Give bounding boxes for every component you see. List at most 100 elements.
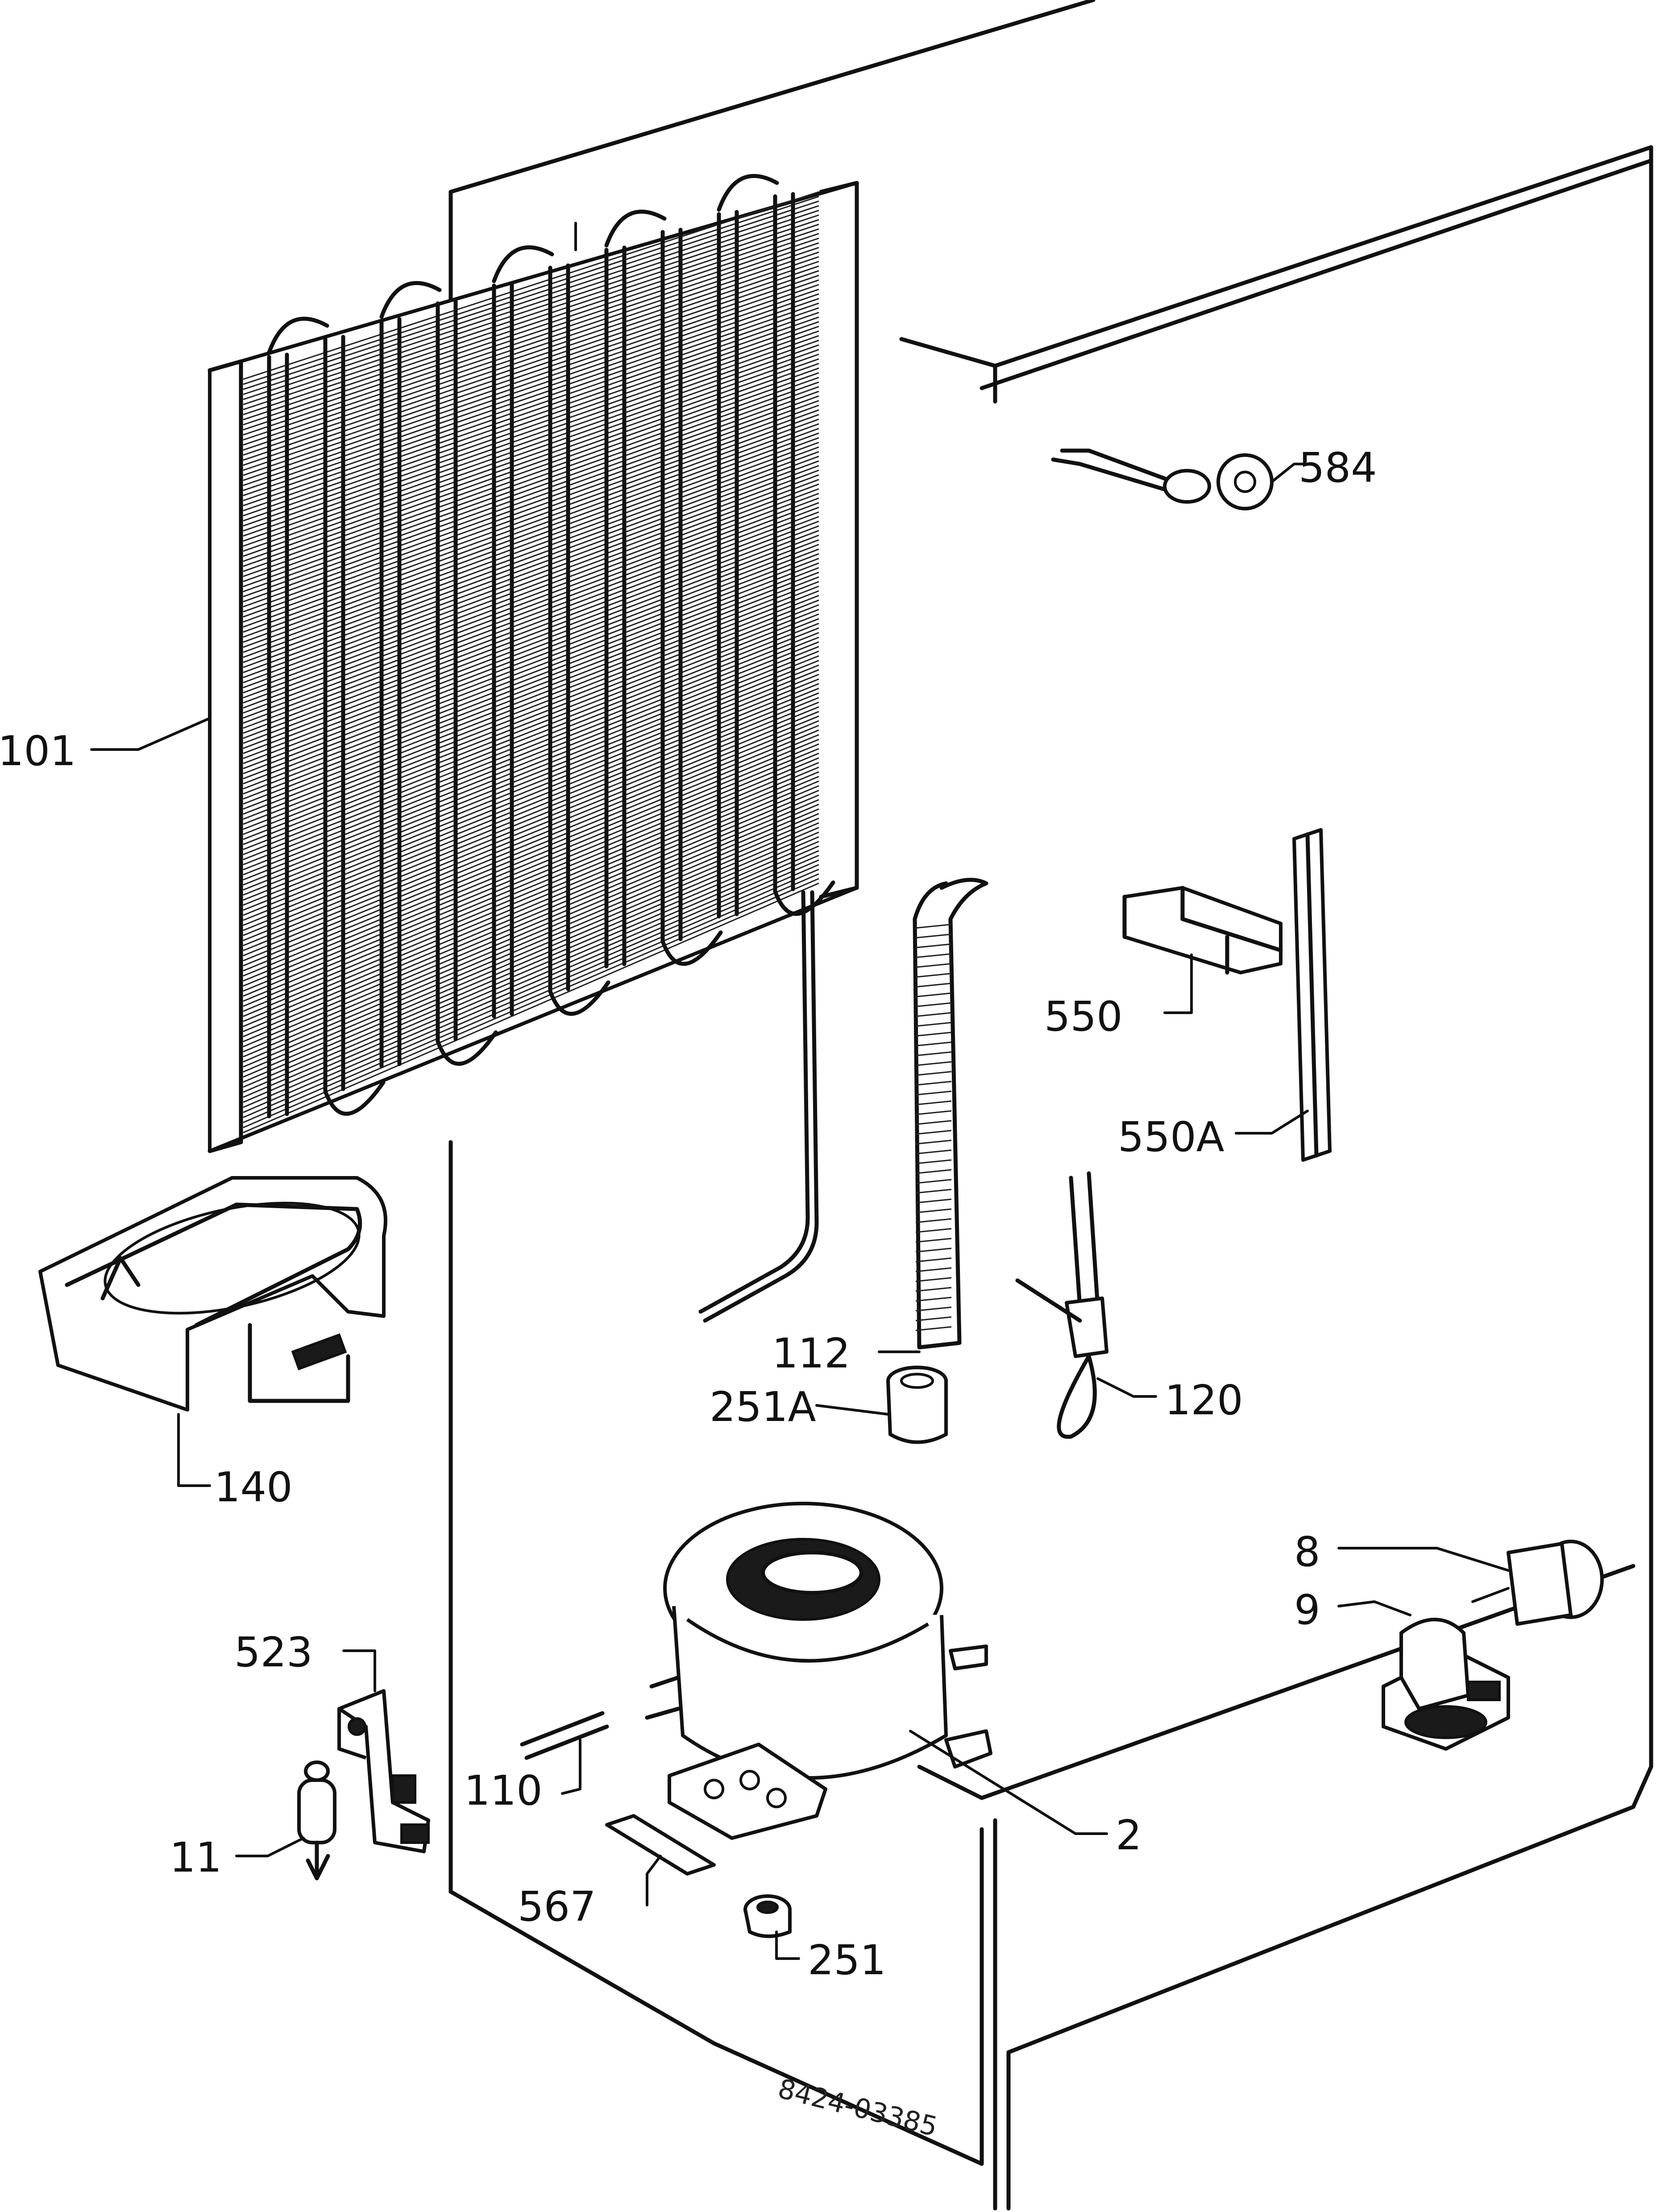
drawing-stroke xyxy=(243,293,819,491)
drawing-stroke xyxy=(243,205,819,395)
drawing-stroke xyxy=(243,270,819,466)
drawing-stroke xyxy=(243,618,819,845)
callout-550: 550 xyxy=(1044,993,1123,1040)
drawing-stroke xyxy=(915,953,952,958)
drawing-stroke xyxy=(243,423,819,633)
drawing-stroke xyxy=(915,1031,952,1037)
drawing-stroke xyxy=(243,460,819,673)
drawing-stroke xyxy=(915,1306,952,1312)
drawing-stroke xyxy=(915,1247,952,1253)
drawing-stroke xyxy=(915,1051,952,1056)
drawing-stroke xyxy=(243,377,819,582)
drawing-stroke xyxy=(243,766,819,1007)
drawing-stroke xyxy=(915,1189,952,1194)
drawing-stroke xyxy=(243,502,819,719)
drawing-stroke xyxy=(243,418,819,628)
drawing-stroke xyxy=(915,1022,952,1027)
drawing-stroke xyxy=(243,353,819,557)
drawing-stroke xyxy=(243,274,819,471)
drawing-stroke xyxy=(243,864,819,1113)
drawing-stroke xyxy=(915,1110,952,1115)
drawing-stroke xyxy=(915,1198,952,1204)
drawing-stroke xyxy=(243,558,819,779)
drawing-stroke xyxy=(915,1130,952,1135)
callout-11: 11 xyxy=(170,1834,222,1881)
thermostat-holder-9 xyxy=(1382,1618,1510,1751)
drawing-stroke xyxy=(915,963,952,968)
drawing-stroke xyxy=(915,1149,952,1155)
callout-550a: 550A xyxy=(1118,1113,1225,1161)
drawing-stroke xyxy=(243,827,819,1073)
drawing-stroke xyxy=(243,372,819,577)
drawing-stroke xyxy=(243,697,819,931)
drawing-stroke xyxy=(243,771,819,1012)
drawing-stroke xyxy=(243,251,819,446)
drawing-stroke xyxy=(243,790,819,1032)
drawing-stroke xyxy=(243,850,819,1098)
drawing-stroke xyxy=(243,427,819,638)
drawing-stroke xyxy=(243,711,819,946)
drawing-stroke xyxy=(915,1012,952,1017)
callout-140: 140 xyxy=(214,1463,293,1511)
drawing-stroke xyxy=(915,1120,952,1125)
drawing-stroke xyxy=(243,219,819,410)
drawing-stroke xyxy=(915,1071,952,1076)
drawing-stroke xyxy=(243,307,819,506)
drawing-stroke xyxy=(243,650,819,881)
drawing-stroke xyxy=(243,590,819,815)
grommet-251 xyxy=(743,1894,792,1938)
drawing-stroke xyxy=(243,321,819,522)
drawing-stroke xyxy=(243,474,819,688)
drawing-stroke xyxy=(243,516,819,734)
drawing-stroke xyxy=(243,349,819,552)
drawing-stroke xyxy=(915,1228,952,1233)
drawing-stroke xyxy=(243,725,819,961)
tube-loop xyxy=(492,245,554,283)
drawing-stroke xyxy=(243,344,819,547)
callout-523: 523 xyxy=(234,1628,313,1676)
drawing-stroke xyxy=(915,1297,952,1302)
drawing-stroke xyxy=(243,854,819,1103)
drawing-stroke xyxy=(243,409,819,618)
callout-251a: 251A xyxy=(710,1383,816,1431)
tube-loop xyxy=(548,980,610,1016)
tube-loop xyxy=(660,930,723,966)
drawing-stroke xyxy=(243,530,819,749)
drawing-stroke xyxy=(243,224,819,415)
drawing-stroke xyxy=(915,973,952,978)
drawing-stroke xyxy=(915,933,952,939)
drawing-stroke xyxy=(915,1238,952,1243)
drawing-stroke xyxy=(243,210,819,400)
callout-251: 251 xyxy=(808,1936,886,1984)
drawing-stroke xyxy=(243,734,819,972)
drawing-stroke xyxy=(915,924,952,929)
drawing-stroke xyxy=(243,553,819,775)
drawing-stroke xyxy=(243,599,819,825)
drawing-stroke xyxy=(243,757,819,997)
drawing-stroke xyxy=(243,284,819,481)
drawing-stroke xyxy=(243,572,819,795)
drawing-stroke xyxy=(243,622,819,850)
drawing-stroke xyxy=(243,841,819,1088)
drawing-stroke xyxy=(243,585,819,810)
drawing-stroke xyxy=(243,543,819,764)
drawing-stroke xyxy=(243,683,819,916)
compressor-2 xyxy=(645,1502,992,1840)
drawing-stroke xyxy=(915,1326,952,1331)
drawing-stroke xyxy=(243,808,819,1052)
callout-567: 567 xyxy=(518,1883,596,1930)
drawing-stroke xyxy=(243,873,819,1123)
drawing-stroke xyxy=(243,548,819,770)
drawing-stroke xyxy=(243,804,819,1048)
drawing-stroke xyxy=(243,311,819,512)
drawing-stroke xyxy=(243,386,819,592)
drawing-stroke xyxy=(243,753,819,992)
drawing-stroke xyxy=(243,442,819,653)
drawing-stroke xyxy=(243,534,819,754)
drawing-stroke xyxy=(243,479,819,694)
drawing-stroke xyxy=(243,776,819,1017)
drawing-stroke xyxy=(243,432,819,643)
tube-loop xyxy=(323,1080,386,1116)
drawing-stroke xyxy=(243,404,819,613)
drawing-reference-code: 8424-03385 xyxy=(775,2073,940,2143)
